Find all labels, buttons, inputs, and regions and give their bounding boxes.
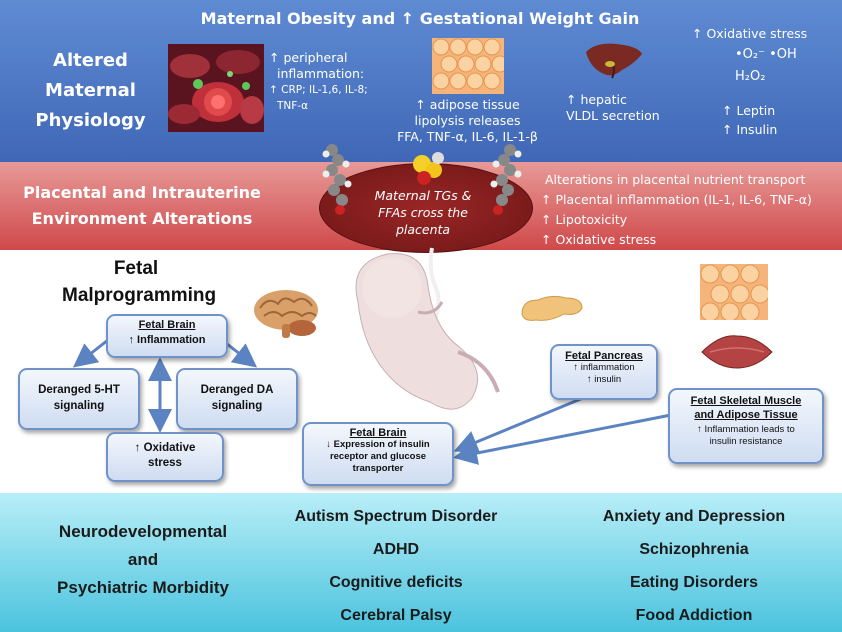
text-line: lipolysis releases — [414, 113, 521, 128]
list-item: ADHD — [372, 541, 420, 558]
maternal-physiology-band — [0, 0, 842, 162]
peripheral-inflammation-text: ↑ peripheral inflammation: ↑ CRP; IL-1,6… — [269, 50, 368, 114]
fetal-brain-insulin-box: Fetal Brain ↓ Expression of insulin rece… — [302, 422, 454, 486]
alterations-header: Alterations in placental nutrient transp… — [545, 172, 806, 187]
text-line: ↑ CRP; IL-1,6, IL-8; — [269, 84, 368, 96]
placental-environment-label: Placental and Intrauterine Environment A… — [12, 180, 272, 232]
hepatic-vldl-text: ↑ hepatic VLDL secretion — [566, 92, 660, 124]
oxidative-stress-text: ↑ Oxidative stress — [692, 26, 808, 41]
insulin-text: ↑ Insulin — [722, 122, 778, 137]
label-line: Psychiatric Morbidity — [57, 578, 229, 597]
arrow — [72, 338, 109, 368]
fetal-skeletal-muscle-box: Fetal Skeletal Muscle and Adipose Tissue… — [668, 388, 824, 464]
text-line: FFAs cross the — [378, 205, 468, 220]
box-text: ↑ Inflammation leads to — [697, 424, 795, 435]
arrow — [453, 396, 584, 454]
morbidity-band — [0, 493, 842, 632]
box-text: ↑ Inflammation — [128, 334, 206, 346]
box-title: Fetal Pancreas — [565, 350, 643, 362]
morbidity-column-2: Anxiety and Depression Schizophrenia Eat… — [574, 500, 814, 632]
diagram-title: Maternal Obesity and ↑ Gestational Weigh… — [200, 9, 640, 28]
label-line: Altered — [53, 50, 128, 71]
box-title: and Adipose Tissue — [694, 409, 798, 421]
muscle-icon — [701, 335, 773, 369]
label-line: Fetal — [113, 258, 159, 279]
box-text: receptor and glucose — [329, 451, 427, 462]
list-item: ↑ Placental inflammation (IL-1, IL-6, TN… — [541, 192, 812, 207]
arrow — [453, 412, 677, 465]
list-item: Autism Spectrum Disorder — [294, 508, 498, 525]
lipid-molecule-icon — [413, 152, 444, 185]
blood-cells-icon — [168, 44, 264, 132]
liver-icon — [586, 43, 642, 79]
pancreas-icon — [521, 295, 583, 321]
fetus-icon — [355, 247, 500, 410]
morbidity-column-1: Autism Spectrum Disorder ADHD Cognitive … — [276, 500, 516, 632]
box-text: transporter — [352, 463, 404, 474]
fetal-brain-inflammation-box: Fetal Brain ↑ Inflammation — [106, 314, 228, 358]
box-title: Fetal Skeletal Muscle — [690, 395, 802, 407]
list-item: Cerebral Palsy — [340, 607, 452, 624]
box-text: ↑ inflammation — [573, 362, 635, 373]
box-text: Deranged 5-HT — [38, 384, 120, 396]
text-line: TNF-α — [277, 100, 309, 112]
text-line: ↑ adipose tissue — [415, 97, 520, 112]
free-radicals-text: •O₂⁻ •OH — [735, 47, 797, 62]
text-line: ↑ hepatic — [566, 92, 627, 107]
morbidity-label: Neurodevelopmental and Psychiatric Morbi… — [28, 518, 258, 602]
lipid-molecule-icon — [322, 144, 352, 215]
box-text: signaling — [53, 400, 105, 412]
box-text: Deranged DA — [200, 384, 274, 396]
label-line: Placental and Intrauterine — [23, 183, 261, 202]
box-text: ↓ Expression of insulin — [326, 439, 430, 450]
fetal-pancreas-box: Fetal Pancreas ↑ inflammation ↑ insulin — [550, 344, 658, 400]
text-line: Maternal TGs & — [374, 188, 472, 203]
brain-icon — [254, 290, 318, 338]
box-title: Fetal Brain — [349, 427, 407, 439]
deranged-5ht-box: Deranged 5-HT signaling — [18, 368, 140, 430]
box-text: ↑ insulin — [586, 374, 622, 385]
placenta-text: Maternal TGs & FFAs cross the placenta — [348, 187, 498, 238]
text-line: ↑ peripheral — [269, 50, 348, 65]
fetal-malprogramming-heading: Fetal Malprogramming — [62, 255, 217, 309]
list-item: Anxiety and Depression — [602, 508, 786, 525]
lipid-molecule-icon — [490, 144, 522, 215]
box-text: ↑ Oxidative — [134, 442, 196, 454]
deranged-da-box: Deranged DA signaling — [176, 368, 298, 430]
text-line: FFA, TNF-α, IL-6, IL-1-β — [397, 129, 538, 144]
label-line: and — [127, 550, 159, 569]
list-item: ↑ Oxidative stress — [541, 232, 657, 247]
label-line: Maternal — [45, 80, 136, 101]
box-text: stress — [148, 457, 182, 469]
placental-alterations-list: ↑ Placental inflammation (IL-1, IL-6, TN… — [541, 190, 812, 250]
label-line: Malprogramming — [62, 285, 217, 306]
list-item: Cognitive deficits — [329, 574, 463, 591]
text-line: placenta — [395, 222, 451, 237]
box-title: Fetal Brain — [138, 319, 196, 331]
label-line: Environment Alterations — [31, 209, 253, 228]
list-item: ↑ Lipotoxicity — [541, 212, 628, 227]
fetal-oxidative-stress-box: ↑ Oxidative stress — [106, 432, 224, 482]
list-item: Food Addiction — [635, 607, 753, 624]
fat-cells-icon — [700, 264, 768, 320]
adipose-tissue-icon — [432, 38, 504, 94]
adipose-lipolysis-text: ↑ adipose tissue lipolysis releases FFA,… — [385, 97, 550, 145]
list-item: Schizophrenia — [639, 541, 749, 558]
text-line: VLDL secretion — [566, 108, 660, 123]
text-line: inflammation: — [277, 66, 365, 81]
hydrogen-peroxide-text: H₂O₂ — [735, 69, 766, 84]
box-text: signaling — [211, 400, 263, 412]
box-text: insulin resistance — [709, 436, 783, 447]
label-line: Neurodevelopmental — [58, 522, 228, 541]
label-line: Physiology — [35, 110, 146, 131]
list-item: Eating Disorders — [629, 574, 759, 591]
leptin-text: ↑ Leptin — [722, 103, 776, 118]
altered-maternal-physiology-label: Altered Maternal Physiology — [18, 46, 163, 136]
